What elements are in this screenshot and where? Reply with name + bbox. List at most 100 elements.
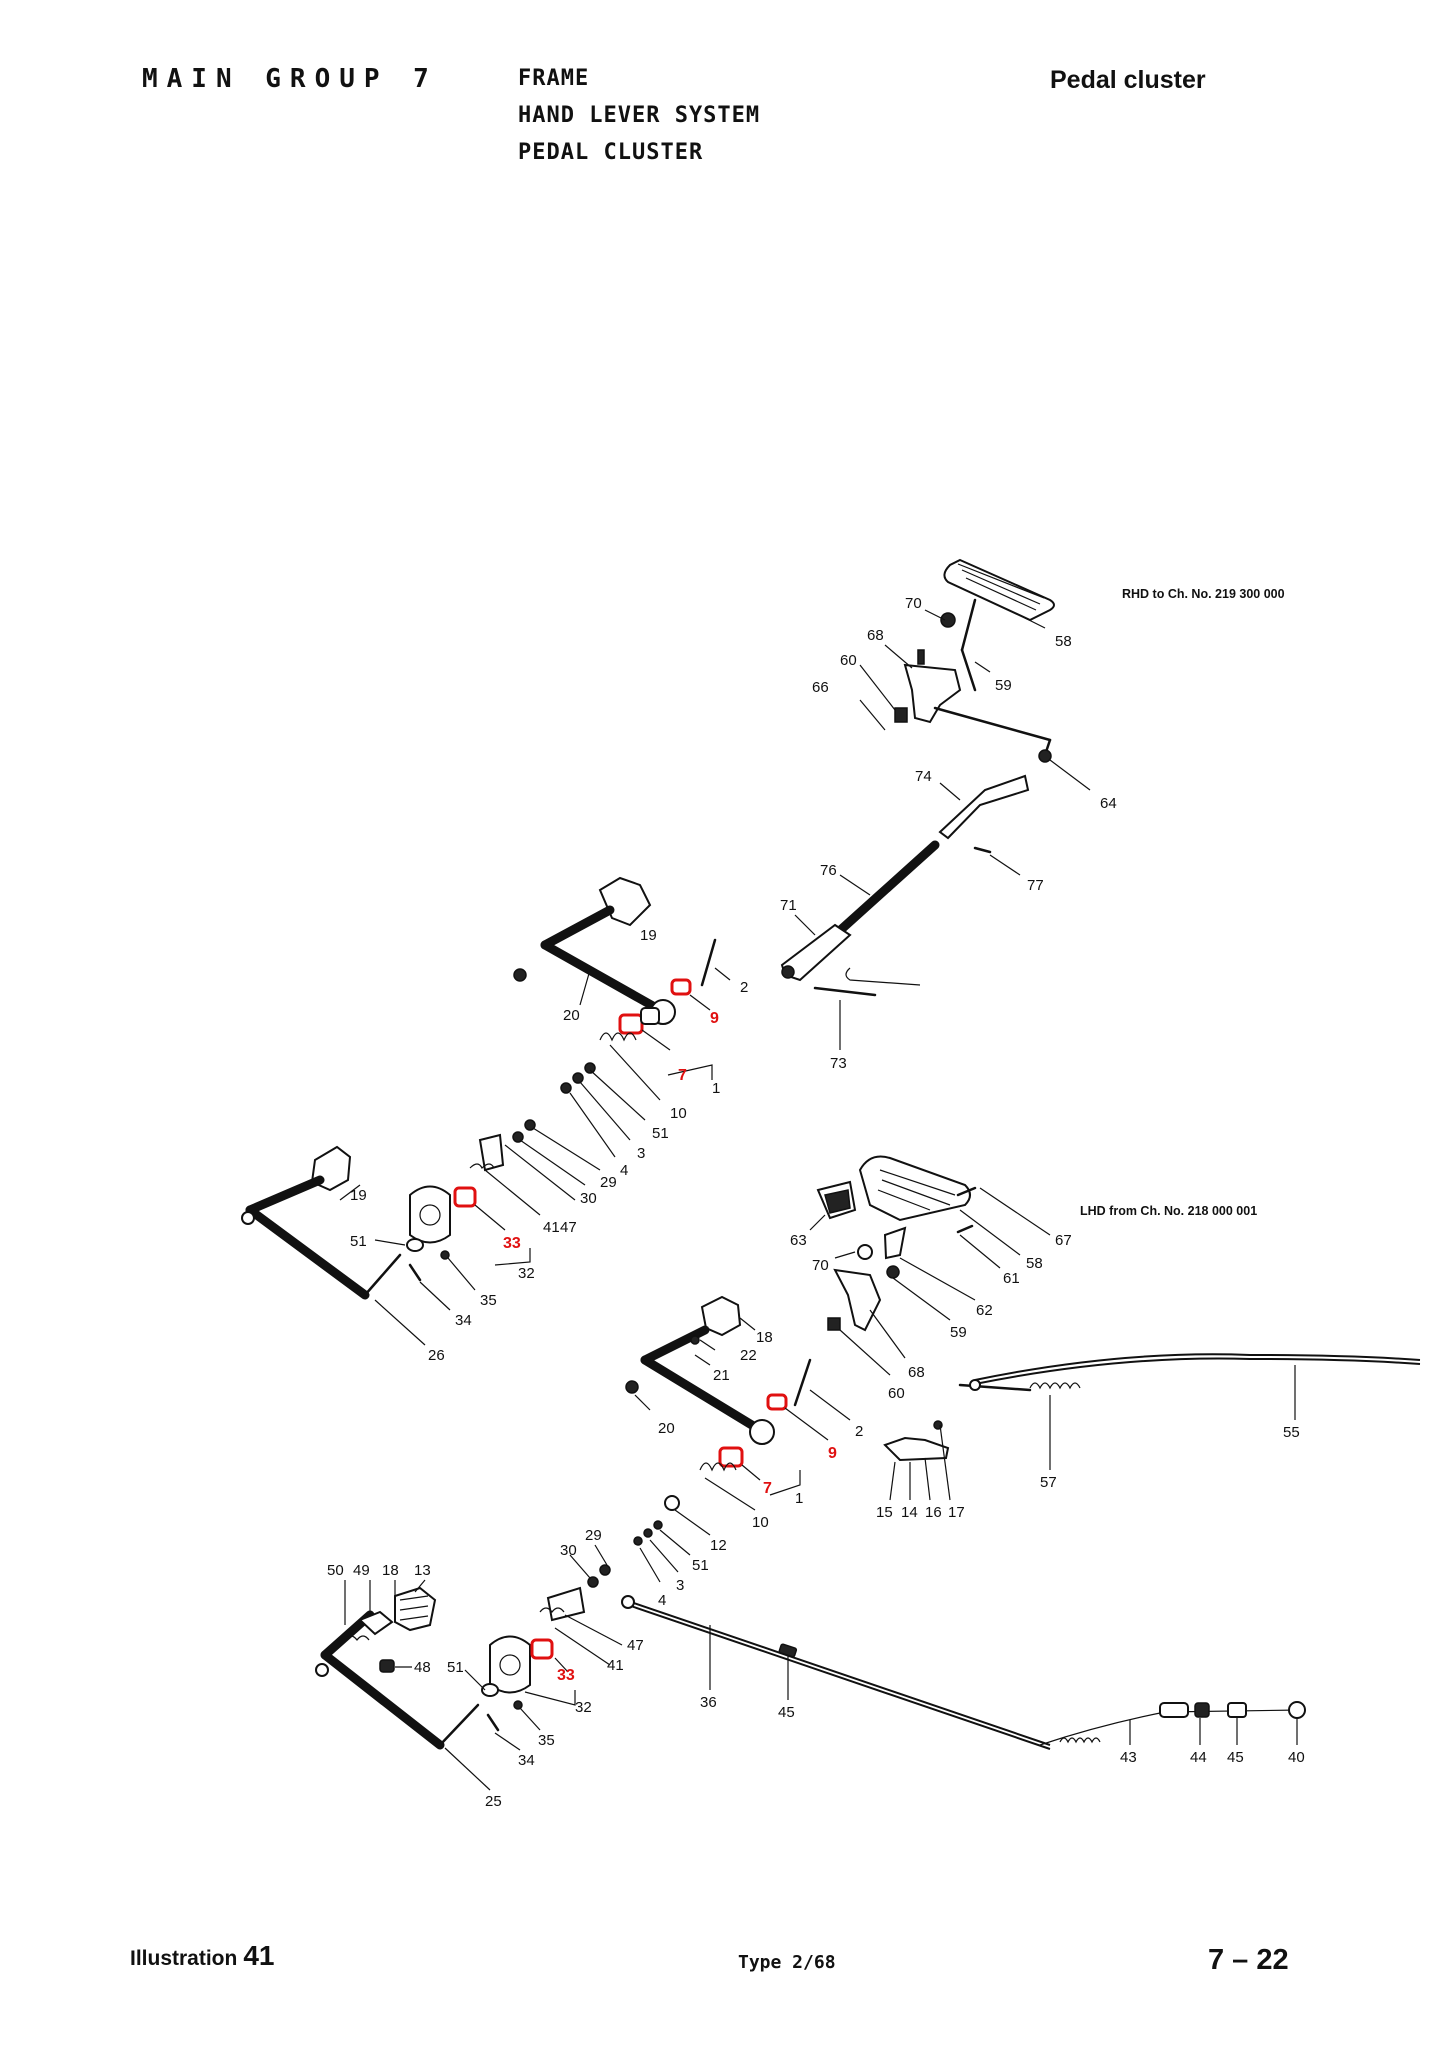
callout-9-lower: 9 <box>828 1445 837 1462</box>
callout-48: 48 <box>414 1659 431 1676</box>
callout-21: 21 <box>713 1367 730 1384</box>
callouts-upper: 70 58 68 59 60 66 64 74 77 76 71 73 19 2… <box>350 595 1117 1364</box>
callout-18-lower: 18 <box>756 1329 773 1346</box>
callout-63: 63 <box>790 1232 807 1249</box>
callouts-lower: 67 63 58 61 70 62 59 18 22 68 21 60 20 2… <box>327 1232 1305 1810</box>
callout-13: 13 <box>414 1562 431 1579</box>
callout-32-lower: 32 <box>575 1699 592 1716</box>
callout-4-upper: 4 <box>620 1162 628 1179</box>
leader-lines <box>339 609 1298 1791</box>
callout-41-upper: 41 <box>543 1219 560 1236</box>
callout-47-upper: 47 <box>560 1219 577 1236</box>
callout-17: 17 <box>948 1504 965 1521</box>
callout-62: 62 <box>976 1302 993 1319</box>
callout-20-upper: 20 <box>563 1007 580 1024</box>
callout-41-lower: 41 <box>607 1657 624 1674</box>
callout-2-lower: 2 <box>855 1423 863 1440</box>
callout-51-lower: 51 <box>692 1557 709 1574</box>
callout-16: 16 <box>925 1504 942 1521</box>
callout-50: 50 <box>327 1562 344 1579</box>
page-number: 7 – 22 <box>1208 1944 1289 1976</box>
title-line-frame: FRAME <box>518 66 590 91</box>
callout-29-lower: 29 <box>585 1527 602 1544</box>
callout-29-upper: 29 <box>600 1174 617 1191</box>
callout-58-lower: 58 <box>1026 1255 1043 1272</box>
callout-2-upper: 2 <box>740 979 748 996</box>
callout-47-lower: 47 <box>627 1637 644 1654</box>
callout-61: 61 <box>1003 1270 1020 1287</box>
illustration-label-text: Illustration <box>130 1947 238 1970</box>
callout-20-lower: 20 <box>658 1420 675 1437</box>
lhd-accelerator-assembly <box>816 1155 1421 1462</box>
callout-51-left-lower: 51 <box>447 1659 464 1676</box>
callout-76: 76 <box>820 862 837 879</box>
callout-60-lower: 60 <box>888 1385 905 1402</box>
callout-73: 73 <box>830 1055 847 1072</box>
callout-32-upper: 32 <box>518 1265 535 1282</box>
callout-19-left: 19 <box>350 1187 367 1204</box>
callout-74: 74 <box>915 768 932 785</box>
callout-58: 58 <box>1055 633 1072 650</box>
callout-60: 60 <box>840 652 857 669</box>
callout-43: 43 <box>1120 1749 1137 1766</box>
callout-40: 40 <box>1288 1749 1305 1766</box>
callout-7-upper: 7 <box>678 1067 687 1084</box>
callout-1-lower: 1 <box>795 1490 803 1507</box>
callout-57: 57 <box>1040 1474 1057 1491</box>
rhd-variant-note: RHD to Ch. No. 219 300 000 <box>1122 587 1285 601</box>
callout-68-lower: 68 <box>908 1364 925 1381</box>
callout-10-upper: 10 <box>670 1105 687 1122</box>
lhd-brake-clutch-assembly <box>315 1295 1306 1750</box>
callout-59: 59 <box>995 677 1012 694</box>
main-group-heading: MAIN GROUP 7 <box>142 64 438 94</box>
callout-45-right: 45 <box>1227 1749 1244 1766</box>
callout-30-lower: 30 <box>560 1542 577 1559</box>
callout-9-upper: 9 <box>710 1010 719 1027</box>
callout-44: 44 <box>1190 1749 1207 1766</box>
callout-68: 68 <box>867 627 884 644</box>
callout-77: 77 <box>1027 877 1044 894</box>
callout-7-lower: 7 <box>763 1480 772 1497</box>
callout-33-lower: 33 <box>557 1667 575 1684</box>
vehicle-type: Type 2/68 <box>738 1952 836 1973</box>
callout-45-left: 45 <box>778 1704 795 1721</box>
callout-70: 70 <box>905 595 922 612</box>
page-subject: Pedal cluster <box>1050 66 1206 94</box>
callout-70-lower: 70 <box>812 1257 829 1274</box>
callout-18-left: 18 <box>382 1562 399 1579</box>
callout-3-lower: 3 <box>676 1577 684 1594</box>
callout-49: 49 <box>353 1562 370 1579</box>
callout-55: 55 <box>1283 1424 1300 1441</box>
callout-25: 25 <box>485 1793 502 1810</box>
callout-4-lower: 4 <box>658 1592 666 1609</box>
illustration-number: 41 <box>243 1940 275 1971</box>
callout-22: 22 <box>740 1347 757 1364</box>
lhd-variant-note: LHD from Ch. No. 218 000 001 <box>1080 1204 1257 1218</box>
callout-66: 66 <box>812 679 829 696</box>
callout-35-upper: 35 <box>480 1292 497 1309</box>
callout-36: 36 <box>700 1694 717 1711</box>
callout-3-upper: 3 <box>637 1145 645 1162</box>
callout-51-left: 51 <box>350 1233 367 1250</box>
rhd-brake-clutch-assembly <box>241 876 717 1300</box>
callout-14: 14 <box>901 1504 918 1521</box>
title-line-pedal-cluster: PEDAL CLUSTER <box>518 140 704 165</box>
callout-71: 71 <box>780 897 797 914</box>
callout-10-lower: 10 <box>752 1514 769 1531</box>
callout-35-lower: 35 <box>538 1732 555 1749</box>
callout-34-lower: 34 <box>518 1752 535 1769</box>
callout-59-lower: 59 <box>950 1324 967 1341</box>
callout-19-upper: 19 <box>640 927 657 944</box>
callout-26: 26 <box>428 1347 445 1364</box>
callout-33-upper: 33 <box>503 1235 521 1252</box>
callout-64: 64 <box>1100 795 1117 812</box>
title-line-hand-lever: HAND LEVER SYSTEM <box>518 103 761 128</box>
callout-67: 67 <box>1055 1232 1072 1249</box>
rhd-accelerator-assembly <box>780 558 1055 997</box>
callout-1-upper: 1 <box>712 1080 720 1097</box>
callout-51-upper: 51 <box>652 1125 669 1142</box>
callout-34-upper: 34 <box>455 1312 472 1329</box>
